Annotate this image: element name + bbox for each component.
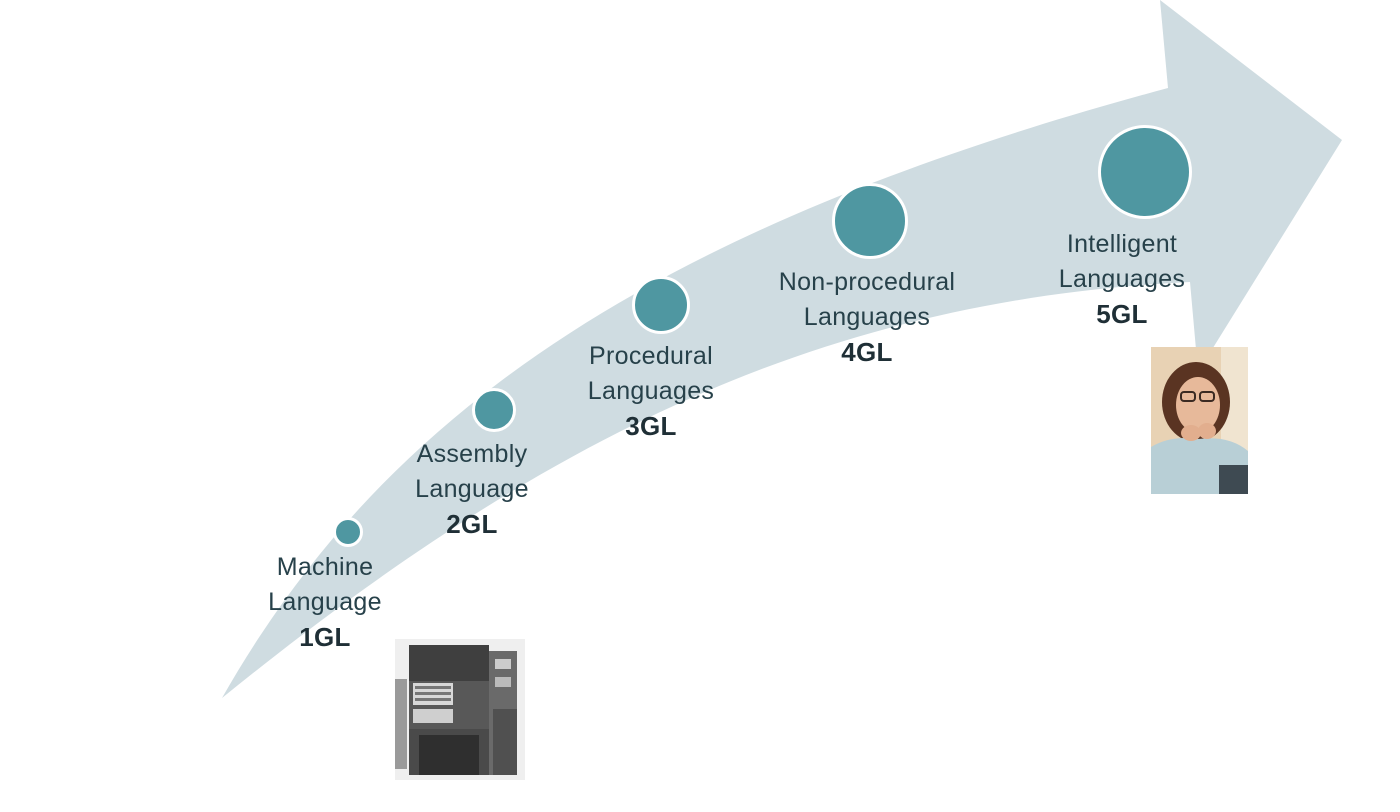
generation-4-label: Non-procedural Languages 4GL	[747, 265, 987, 370]
generation-2-line2: Language	[415, 475, 529, 503]
generation-3-code: 3GL	[625, 411, 677, 441]
generation-1-line2: Language	[268, 588, 382, 616]
mainframe-computer-icon	[395, 639, 525, 780]
generation-3-label: Procedural Languages 3GL	[531, 339, 771, 444]
person-thinking-icon	[1151, 347, 1248, 494]
generation-4-line1: Non-procedural	[778, 268, 956, 296]
generation-2-code: 2GL	[446, 509, 498, 539]
generation-1-line1: Machine	[276, 553, 374, 581]
generation-5-line2: Languages	[1058, 265, 1186, 293]
generation-2-marker	[472, 388, 516, 432]
generation-4-line2: Languages	[803, 303, 931, 331]
generation-5-code: 5GL	[1096, 299, 1148, 329]
generation-1-marker	[333, 517, 363, 547]
arrow-shape	[222, 0, 1342, 698]
generation-4-marker	[832, 183, 908, 259]
generation-3-line1: Procedural	[589, 342, 713, 370]
generation-3-marker	[632, 276, 690, 334]
generation-4-code: 4GL	[841, 337, 893, 367]
generation-2-label: Assembly Language 2GL	[352, 437, 592, 542]
generation-5-marker	[1098, 125, 1192, 219]
generation-3-line2: Languages	[587, 377, 715, 405]
generation-1-label: Machine Language 1GL	[205, 550, 445, 655]
generation-5-line1: Intelligent	[1066, 230, 1178, 258]
generation-2-line1: Assembly	[416, 440, 528, 468]
generation-5-label: Intelligent Languages 5GL	[1002, 227, 1242, 332]
generation-1-code: 1GL	[299, 622, 351, 652]
